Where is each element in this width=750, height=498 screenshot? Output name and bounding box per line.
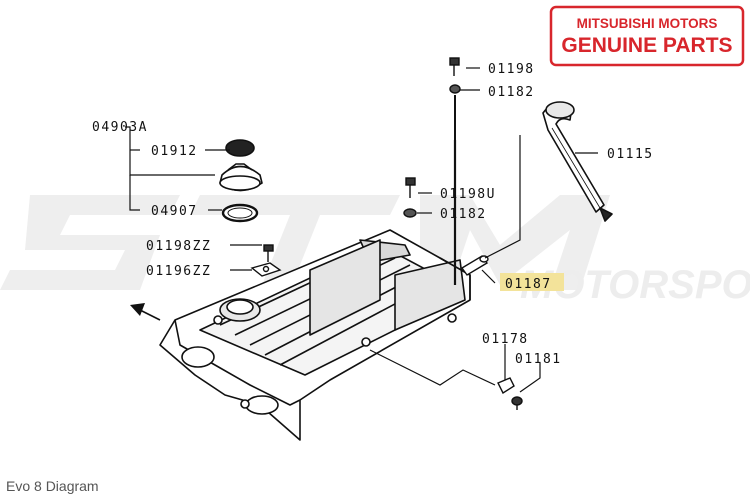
watermark-logo-t — [190, 195, 400, 290]
watermark-logo-s — [0, 195, 180, 290]
label-01198-top: 01198 — [488, 62, 535, 77]
label-01115: 01115 — [607, 147, 654, 162]
clip — [497, 377, 515, 395]
direction-arrow — [130, 303, 161, 321]
label-04907: 04907 — [151, 204, 198, 219]
label-01181: 01181 — [515, 352, 562, 367]
diagram-canvas: MOTORSPORTS INC. MITSUBISHI MOTORS GENUI… — [0, 5, 750, 441]
genuine-parts-badge: MITSUBISHI MOTORS GENUINE PARTS — [549, 5, 745, 67]
valve-cover — [159, 229, 471, 441]
highlight-01187 — [500, 273, 564, 291]
leader-lines — [125, 67, 598, 393]
label-01178: 01178 — [482, 332, 529, 347]
mid-bolt — [403, 177, 417, 218]
diagram-caption: Evo 8 Diagram — [6, 478, 99, 494]
screw — [511, 396, 523, 410]
oil-filler-cap — [219, 139, 263, 192]
label-01912: 01912 — [151, 144, 198, 159]
breather-hose — [542, 101, 613, 222]
badge-brand: MITSUBISHI MOTORS — [577, 16, 718, 31]
small-bolt — [263, 244, 274, 262]
label-01182-mid: 01182 — [440, 207, 487, 222]
label-01198zz: 01198ZZ — [146, 239, 211, 254]
label-01187: 01187 — [505, 277, 552, 292]
label-01198u: 01198U — [440, 187, 496, 202]
top-bolt — [449, 57, 461, 140]
cap-gasket — [221, 203, 259, 223]
watermark: MOTORSPORTS INC. — [0, 195, 750, 307]
label-01182-top: 01182 — [488, 85, 535, 100]
label-04903a: 04903A — [92, 120, 148, 135]
oil-filler-neck — [219, 298, 261, 322]
label-01196zz: 01196ZZ — [146, 264, 211, 279]
badge-title: GENUINE PARTS — [561, 34, 732, 57]
bracket-plate — [250, 262, 282, 277]
